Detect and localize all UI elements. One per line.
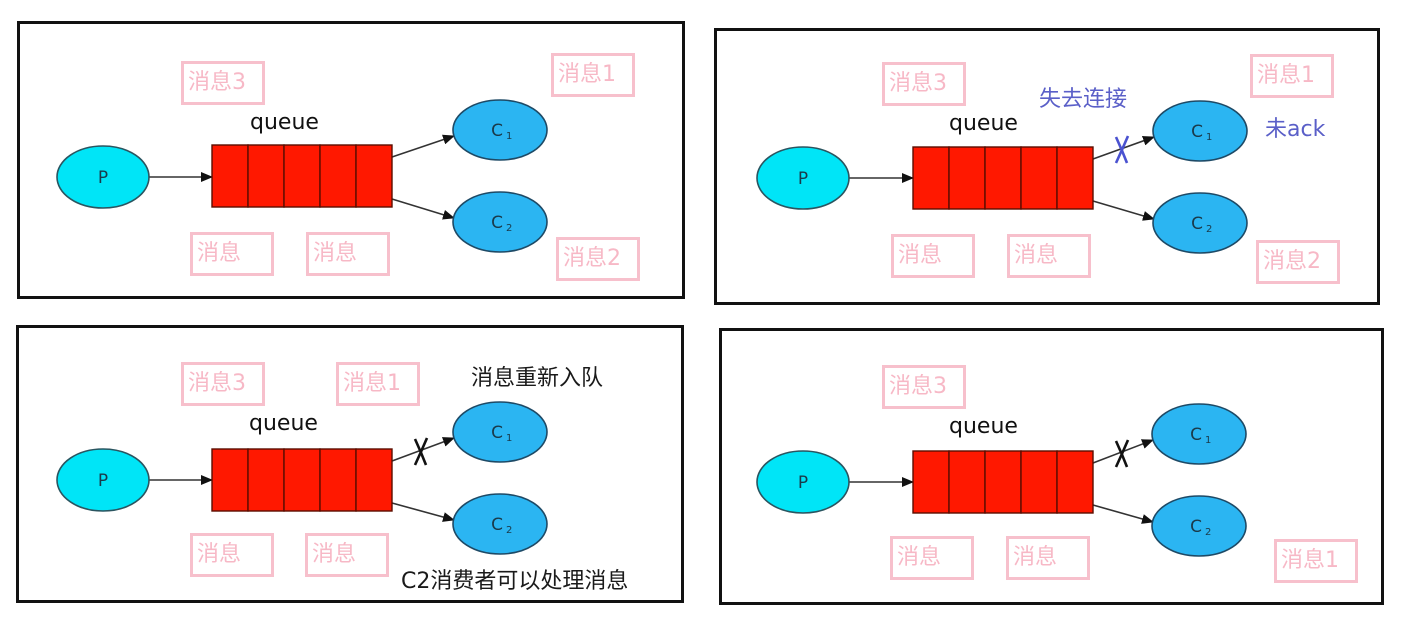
queue-label: queue	[949, 414, 1018, 439]
queue-slot	[319, 448, 357, 512]
queue-to-c2-arrow	[391, 502, 455, 522]
queue-slot	[1020, 450, 1058, 514]
queue-slot	[355, 448, 393, 512]
lost-connection-note: 失去连接	[1039, 87, 1128, 112]
message-2-tag: 消息2	[556, 237, 640, 281]
consumer-1-node	[452, 401, 548, 463]
consumer-1-node	[1152, 100, 1248, 162]
consumer-1-subscript: 1	[1205, 435, 1211, 446]
broken-link-x-stroke	[1114, 439, 1130, 468]
broken-link-x-stroke	[413, 437, 429, 466]
queue-slot	[984, 450, 1022, 514]
queue-slot	[1056, 146, 1094, 210]
consumer-1-subscript: 1	[1206, 132, 1212, 143]
consumer-1-node	[452, 99, 548, 161]
message-3-tag: 消息3	[882, 365, 966, 409]
message-1-tag: 消息1	[336, 362, 420, 406]
message-slot-tag: 消息	[190, 232, 274, 276]
broken-link-x-stroke	[1114, 135, 1130, 164]
queue-slot	[912, 450, 950, 514]
queue-slot	[211, 448, 249, 512]
message-slot-tag: 消息	[305, 533, 389, 577]
queue-slot	[948, 450, 986, 514]
consumer-2-node	[1151, 495, 1247, 557]
consumer-1-label: C	[491, 121, 503, 141]
consumer-2-subscript: 2	[1205, 527, 1211, 538]
no-ack-note: 未ack	[1265, 117, 1326, 142]
message-2-tag: 消息2	[1256, 240, 1340, 284]
consumer-2-label: C	[1190, 517, 1202, 537]
queue-slot	[1056, 450, 1094, 514]
queue-slot	[912, 146, 950, 210]
consumer-2-node	[452, 493, 548, 555]
message-slot-tag: 消息	[306, 232, 390, 276]
queue-to-c2-arrow	[1092, 504, 1154, 524]
message-1-tag: 消息1	[551, 53, 635, 97]
producer-label: P	[798, 169, 808, 189]
consumer-1-subscript: 1	[506, 131, 512, 142]
consumer-2-label: C	[1191, 214, 1203, 234]
consumer-1-subscript: 1	[506, 433, 512, 444]
queue-slot	[283, 448, 321, 512]
queue-to-c2-arrow	[1092, 200, 1155, 221]
consumer-1-label: C	[1191, 122, 1203, 142]
queue-slot	[984, 146, 1022, 210]
queue-slot	[211, 144, 249, 208]
queue-to-c2-arrow	[391, 198, 455, 220]
queue-slot	[948, 146, 986, 210]
queue-label: queue	[249, 411, 318, 436]
queue-slot	[283, 144, 321, 208]
message-slot-tag: 消息	[890, 536, 974, 580]
message-slot-tag: 消息	[190, 533, 274, 577]
consumer-1-node	[1151, 403, 1247, 465]
queue-slot	[1020, 146, 1058, 210]
message-1-tag: 消息1	[1274, 539, 1358, 583]
queue-to-c1-arrow	[391, 134, 455, 158]
message-slot-tag: 消息	[1006, 536, 1090, 580]
producer-label: P	[798, 473, 808, 493]
producer-label: P	[98, 471, 108, 491]
consumer-1-label: C	[1190, 425, 1202, 445]
message-3-tag: 消息3	[882, 62, 966, 106]
producer-label: P	[98, 168, 108, 188]
queue-slot	[319, 144, 357, 208]
queue-label: queue	[250, 110, 319, 135]
producer-node	[56, 448, 150, 512]
consumer-2-node	[1152, 192, 1248, 254]
consumer-2-label: C	[491, 213, 503, 233]
message-slot-tag: 消息	[1007, 234, 1091, 278]
consumer-1-label: C	[491, 423, 503, 443]
consumer-2-subscript: 2	[506, 223, 512, 234]
queue-slot	[355, 144, 393, 208]
queue-label: queue	[949, 111, 1018, 136]
message-3-tag: 消息3	[181, 61, 265, 105]
producer-node	[56, 145, 150, 209]
message-3-tag: 消息3	[181, 362, 265, 406]
consumer-2-subscript: 2	[1206, 224, 1212, 235]
producer-node	[756, 146, 850, 210]
producer-node	[756, 450, 850, 514]
requeue-note: 消息重新入队	[471, 366, 604, 391]
queue-slot	[247, 448, 285, 512]
message-1-tag: 消息1	[1250, 54, 1334, 98]
c2-handles-note: C2消费者可以处理消息	[401, 569, 629, 594]
consumer-2-label: C	[491, 515, 503, 535]
consumer-2-subscript: 2	[506, 525, 512, 536]
queue-slot	[247, 144, 285, 208]
message-slot-tag: 消息	[891, 234, 975, 278]
consumer-2-node	[452, 191, 548, 253]
